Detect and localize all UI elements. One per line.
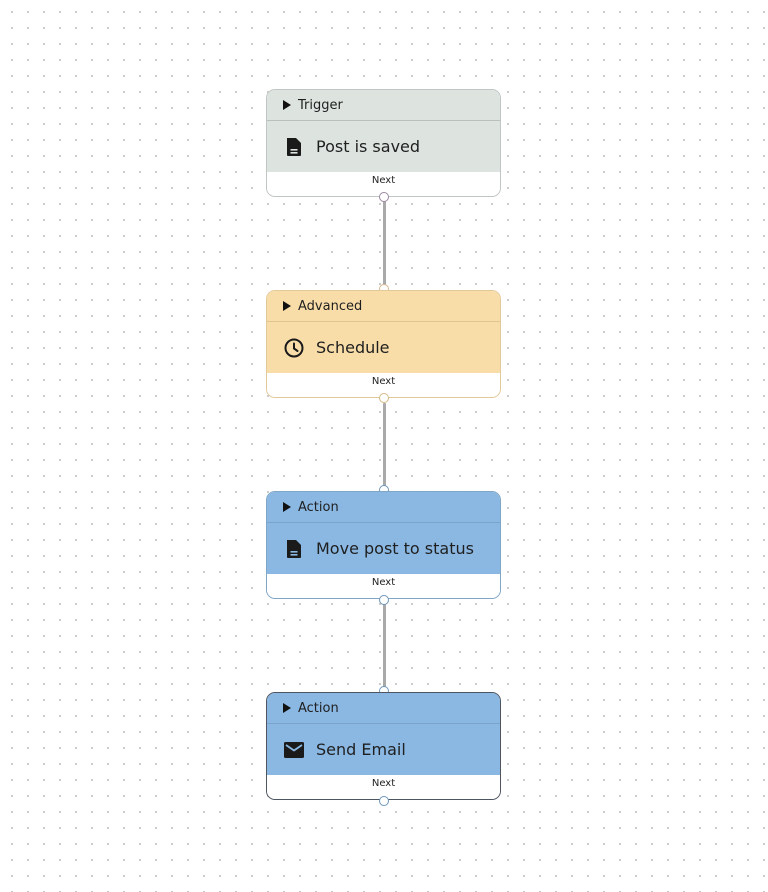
output-handle[interactable] — [379, 393, 389, 403]
node-category-label: Trigger — [298, 97, 343, 113]
connector-edge[interactable] — [383, 403, 386, 486]
output-handle[interactable] — [379, 796, 389, 806]
node-header[interactable]: Advanced — [267, 291, 500, 322]
node-title: Move post to status — [316, 539, 474, 558]
node-body[interactable]: Schedule — [267, 322, 500, 373]
node-category-label: Action — [298, 700, 339, 716]
node-body[interactable]: Send Email — [267, 724, 500, 775]
connector-edge[interactable] — [383, 604, 386, 687]
output-handle[interactable] — [379, 192, 389, 202]
workflow-node-trigger[interactable]: Trigger Post is saved Next — [266, 89, 501, 197]
node-header[interactable]: Trigger — [267, 90, 500, 121]
node-body[interactable]: Move post to status — [267, 523, 500, 574]
node-footer: Next — [267, 775, 500, 799]
expand-caret-icon[interactable] — [283, 301, 291, 311]
node-title: Send Email — [316, 740, 406, 759]
workflow-node-action[interactable]: Action Move post to status Next — [266, 491, 501, 599]
mail-icon — [283, 739, 305, 761]
node-category-label: Advanced — [298, 298, 363, 314]
node-header[interactable]: Action — [267, 492, 500, 523]
output-handle[interactable] — [379, 595, 389, 605]
workflow-node-advanced[interactable]: Advanced Schedule Next — [266, 290, 501, 398]
expand-caret-icon[interactable] — [283, 703, 291, 713]
node-title: Schedule — [316, 338, 390, 357]
document-icon — [283, 538, 305, 560]
node-body[interactable]: Post is saved — [267, 121, 500, 172]
document-icon — [283, 136, 305, 158]
connector-edge[interactable] — [383, 201, 386, 285]
clock-icon — [283, 337, 305, 359]
node-header[interactable]: Action — [267, 693, 500, 724]
node-category-label: Action — [298, 499, 339, 515]
node-footer: Next — [267, 574, 500, 598]
expand-caret-icon[interactable] — [283, 100, 291, 110]
workflow-node-action-send-email[interactable]: Action Send Email Next — [266, 692, 501, 800]
node-title: Post is saved — [316, 137, 421, 156]
expand-caret-icon[interactable] — [283, 502, 291, 512]
